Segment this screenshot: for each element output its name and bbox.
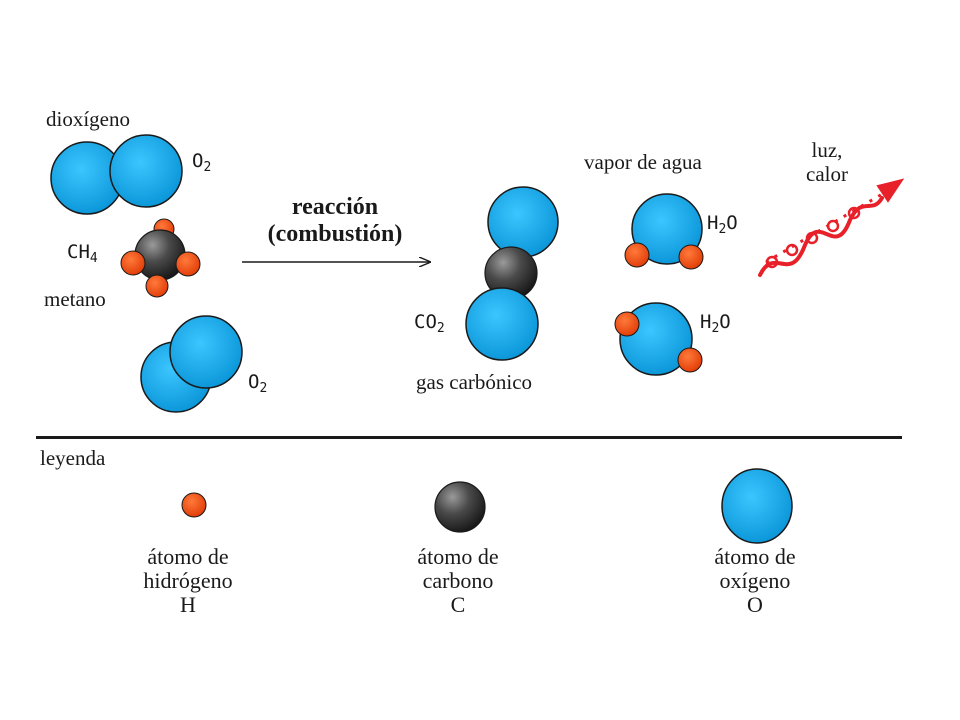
legend-hydrogen-caption: átomo de hidrógeno H [88,545,288,617]
energy-wave-arrow [758,178,905,277]
co2-molecule [465,186,559,361]
hydrogen-atom [175,251,201,277]
legend-carbon-line1: átomo de [417,544,499,569]
methane-label: metano [44,287,106,311]
ch4-formula: CH4 [67,241,98,266]
legend-title: leyenda [40,446,106,470]
reaction-subtitle: (combustión) [267,221,403,247]
h2o-bottom-formula: H2O [700,311,731,336]
h2o-molecule-bottom [614,302,703,376]
legend-hydrogen-line1: átomo de [147,544,229,569]
legend-carbon-atom [434,481,486,533]
oxygen-atom [169,315,243,389]
legend-oxygen-caption: átomo de oxígeno O [655,545,855,617]
oxygen-atom [465,287,539,361]
legend-oxygen-atom [721,468,793,544]
o2-top-formula: O2 [192,150,212,175]
water-vapor-label: vapor de agua [584,150,702,174]
reaction-label: reacción (combustión) [240,194,430,248]
legend-oxygen-line1: átomo de [714,544,796,569]
legend-carbon-symbol: C [450,592,466,617]
hydrogen-atom [614,311,640,337]
dioxygen-label: dioxígeno [46,107,130,131]
legend-hydrogen-line2: hidrógeno [143,568,233,593]
legend-carbon-line2: carbono [422,568,494,593]
hydrogen-atom [145,274,169,298]
h2o-top-formula: H2O [707,212,738,237]
energy-label-line1: luz, [811,138,843,162]
legend-divider [36,436,902,439]
hydrogen-atom [678,244,704,270]
hydrogen-atom [677,347,703,373]
legend-hydrogen-atom [181,492,207,518]
legend-hydrogen-symbol: H [180,592,196,617]
legend-oxygen-symbol: O [747,592,763,617]
o2-bottom-formula: O2 [248,371,268,396]
reaction-title: reacción [291,194,379,220]
co2-formula: CO2 [414,311,445,336]
oxygen-atom [487,186,559,258]
hydrogen-atom [120,250,146,276]
o2-molecule-bottom [140,315,243,413]
carbon-dioxide-label: gas carbónico [416,370,533,394]
h2o-molecule-top [624,193,704,270]
legend-oxygen-line2: oxígeno [719,568,791,593]
energy-label-line2: calor [806,162,848,186]
legend-carbon-caption: átomo de carbono C [358,545,558,617]
ch4-molecule [120,218,201,298]
oxygen-atom [109,134,183,208]
hydrogen-atom [624,242,650,268]
energy-label: luz, calor [806,138,848,186]
o2-molecule-top [50,134,183,215]
